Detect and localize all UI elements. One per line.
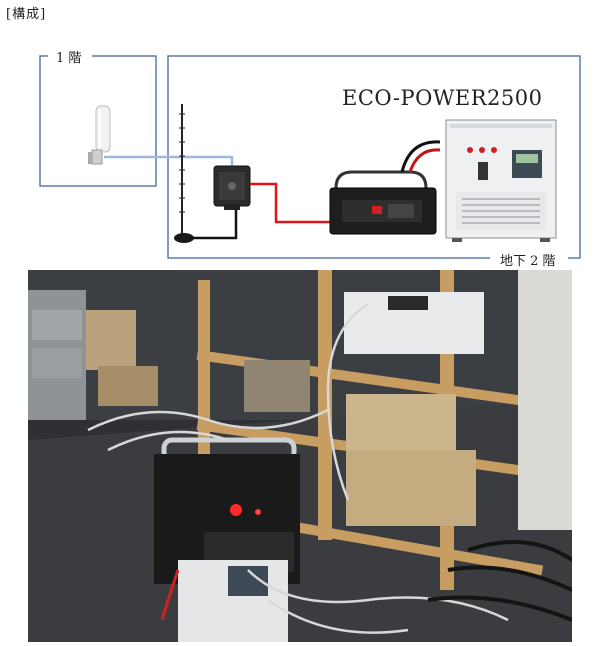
photo-cables: [87, 302, 509, 634]
signal-booster-icon: [213, 165, 251, 210]
coax-cable: [104, 155, 234, 166]
power-cable: [250, 182, 330, 224]
system-diagram: [39, 55, 581, 259]
photo-left-cabinet: [28, 290, 86, 420]
section-label: [構成]: [6, 7, 47, 22]
outdoor-antenna-icon: [88, 105, 111, 165]
whip-antenna-icon: [174, 104, 238, 243]
basement-frame: [167, 55, 581, 259]
floor1-label: 1 階: [52, 47, 86, 66]
product-title: ECO-POWER2500: [342, 86, 543, 110]
installation-photo: [28, 270, 572, 642]
floor1-frame: [39, 55, 157, 187]
basement-label: 地下 2 階: [496, 250, 560, 269]
inverter-cabinet-icon: [445, 119, 557, 242]
battery-unit-icon: [329, 170, 437, 235]
battery-inverter-cable: [400, 140, 441, 173]
